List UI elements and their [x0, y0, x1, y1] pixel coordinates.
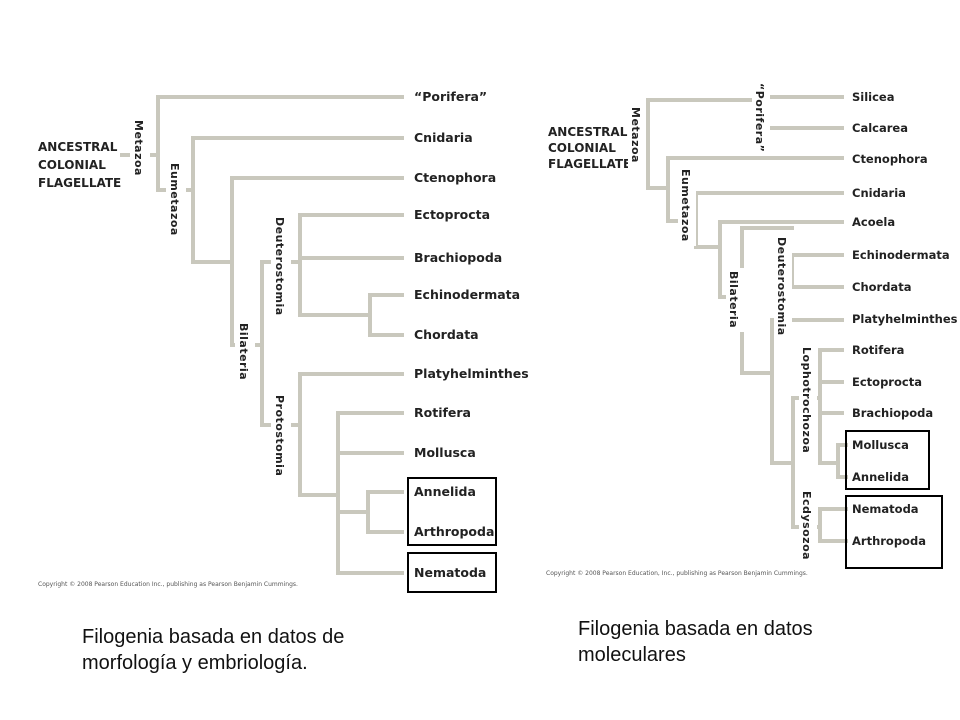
left-clade-protostomia-bg: [271, 392, 291, 482]
right-clade-lophotrochozoa-bg: [799, 344, 817, 460]
left-taxon-echinodermata: Echinodermata: [414, 287, 520, 302]
left-taxon-brachiopoda: Brachiopoda: [414, 250, 502, 265]
left-taxon-nematoda: Nematoda: [414, 565, 486, 580]
right-clade-metazoa: Metazoa: [629, 107, 642, 163]
right-tree: ANCESTRAL COLONIAL FLAGELLATE Metazoa “P…: [546, 80, 958, 577]
right-highlight-box-mollusca-annelida: [845, 430, 930, 490]
right-taxon-chordata: Chordata: [852, 280, 911, 294]
right-taxon-brachiopoda: Brachiopoda: [852, 406, 933, 420]
left-taxon-porifera: “Porifera”: [414, 89, 487, 104]
right-taxon-platyhelminthes: Platyhelminthes: [852, 312, 958, 326]
right-clade-porifera: “Porifera”: [753, 83, 766, 152]
right-taxon-acoela: Acoela: [852, 215, 895, 229]
right-root-label-line3: FLAGELLATE: [548, 157, 631, 171]
right-taxon-cnidaria: Cnidaria: [852, 186, 906, 200]
left-caption-line1: Filogenia basada en datos de: [82, 626, 345, 648]
left-taxon-arthropoda: Arthropoda: [414, 524, 494, 539]
left-clade-deuterostomia-bg: [271, 214, 291, 320]
right-caption-line2: moleculares: [578, 644, 686, 666]
right-taxon-ctenophora: Ctenophora: [852, 152, 928, 166]
left-highlight-box-annelida-arthropoda: [407, 477, 497, 546]
left-clade-eumetazoa-bg: [166, 160, 186, 242]
left-clade-bilateria-bg: [235, 320, 255, 384]
right-clade-eumetazoa-bg: [678, 166, 696, 246]
left-highlight-box-nematoda: [407, 552, 497, 593]
right-taxon-annelida: Annelida: [852, 470, 909, 484]
right-taxon-echinodermata: Echinodermata: [852, 248, 950, 262]
right-taxon-calcarea: Calcarea: [852, 121, 908, 135]
right-clade-bilateria: Bilateria: [727, 271, 740, 328]
left-taxon-cnidaria: Cnidaria: [414, 130, 473, 145]
left-taxon-ectoprocta: Ectoprocta: [414, 207, 490, 222]
right-taxon-nematoda: Nematoda: [852, 502, 919, 516]
left-taxon-annelida: Annelida: [414, 484, 476, 499]
left-clade-bilateria: Bilateria: [237, 323, 250, 380]
left-tree-branches: [120, 95, 404, 575]
left-clade-eumetazoa: Eumetazoa: [168, 163, 181, 236]
left-clade-protostomia: Protostomia: [273, 395, 286, 476]
right-clade-porifera-bg: [752, 80, 770, 152]
left-tree: ANCESTRAL COLONIAL FLAGELLATE Metazoa Eu…: [38, 89, 529, 593]
right-caption: Filogenia basada en datos moleculares: [578, 616, 813, 668]
right-copyright: Copyright © 2008 Pearson Education, Inc.…: [546, 570, 808, 577]
right-clade-metazoa-bg: [628, 104, 646, 168]
right-taxon-rotifera: Rotifera: [852, 343, 904, 357]
right-taxon-silicea: Silicea: [852, 90, 895, 104]
left-root-label-line1: ANCESTRAL: [38, 140, 118, 154]
left-root-label-line2: COLONIAL: [38, 158, 106, 172]
left-caption-line2: morfología y embriología.: [82, 652, 308, 674]
right-taxon-arthropoda: Arthropoda: [852, 534, 926, 548]
right-caption-line1: Filogenia basada en datos: [578, 618, 813, 640]
right-clade-ecdysozoa: Ecdysozoa: [800, 491, 813, 560]
left-clade-deuterostomia: Deuterostomia: [273, 217, 286, 316]
right-clade-lophotrochozoa: Lophotrochozoa: [800, 347, 813, 453]
right-root-label-line2: COLONIAL: [548, 141, 616, 155]
left-taxon-rotifera: Rotifera: [414, 405, 471, 420]
right-clade-eumetazoa: Eumetazoa: [679, 169, 692, 242]
left-root-label-line3: FLAGELLATE: [38, 176, 121, 190]
right-root-label-line1: ANCESTRAL: [548, 125, 628, 139]
right-taxon-ectoprocta: Ectoprocta: [852, 375, 922, 389]
left-taxon-ctenophora: Ctenophora: [414, 170, 496, 185]
right-highlight-box-nematoda-arthropoda: [845, 495, 943, 569]
left-clade-metazoa-bg: [130, 117, 150, 185]
left-taxon-chordata: Chordata: [414, 327, 479, 342]
right-clade-ecdysozoa-bg: [799, 488, 817, 570]
left-copyright: Copyright © 2008 Pearson Education Inc.,…: [38, 581, 298, 588]
right-taxon-mollusca: Mollusca: [852, 438, 909, 452]
right-clade-deuterostomia: Deuterostomia: [775, 237, 788, 336]
right-clade-bilateria-bg: [726, 268, 744, 332]
left-caption: Filogenia basada en datos de morfología …: [82, 624, 344, 676]
left-taxon-mollusca: Mollusca: [414, 445, 476, 460]
left-clade-metazoa: Metazoa: [132, 120, 145, 176]
left-taxon-platyhelminthes: Platyhelminthes: [414, 366, 529, 381]
right-clade-deuterostomia-bg: [774, 234, 792, 338]
